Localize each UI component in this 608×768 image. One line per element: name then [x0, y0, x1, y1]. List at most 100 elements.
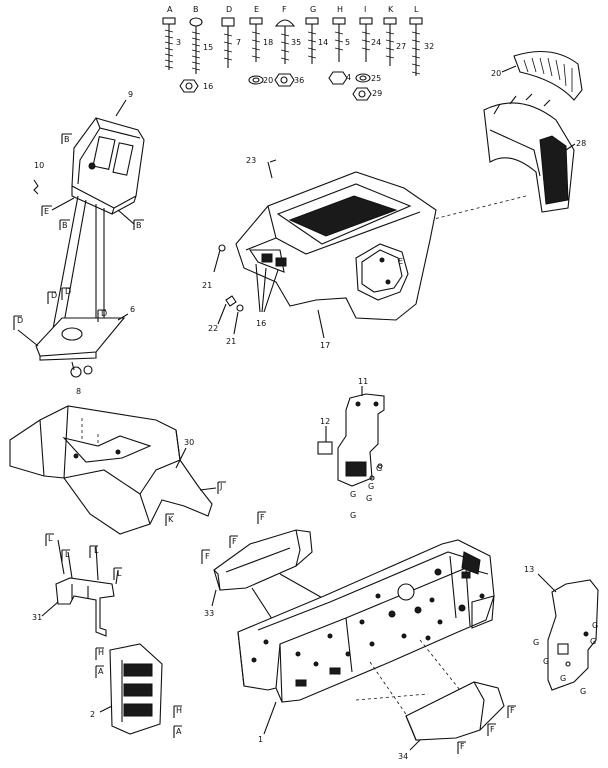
bolt-d	[221, 17, 235, 68]
part-34-footrest	[405, 681, 505, 741]
part-12-label: 12	[320, 417, 330, 426]
part-23-label: 23	[246, 156, 256, 165]
tag-f-1: F	[260, 513, 265, 522]
hw-letter-l: L	[414, 5, 419, 14]
tag-b-3: B	[136, 221, 142, 230]
hardware-row: A 3 B 15 16 D	[162, 5, 434, 101]
tag-a-2: A	[176, 727, 182, 736]
part-9-dash-panel	[71, 117, 145, 215]
tag-f-4: F	[510, 706, 515, 715]
tag-g-5: G	[350, 511, 356, 520]
part-21b-washer	[236, 304, 244, 312]
hw-letter-h: H	[337, 5, 343, 14]
nut-29	[352, 87, 372, 101]
part-1-label: 1	[258, 735, 263, 744]
tag-l-3: L	[94, 546, 99, 555]
tag-g-6: G	[533, 638, 539, 647]
tag-f-3: F	[205, 552, 210, 561]
nut-label-16: 16	[203, 82, 213, 91]
tag-b-1: B	[64, 135, 70, 144]
nut-36	[274, 73, 295, 87]
hw-letter-g: G	[310, 5, 316, 14]
hw-qty-k: 27	[396, 42, 406, 51]
tag-g-9: G	[560, 674, 566, 683]
tag-h-1: H	[98, 648, 104, 657]
hw-letter-b: B	[193, 5, 199, 14]
part-30-label: 30	[184, 438, 194, 447]
hw-qty-l: 32	[424, 42, 434, 51]
hw-qty-a: 3	[176, 38, 181, 47]
part-28-cowl	[483, 93, 575, 213]
hw-letter-d: D	[226, 5, 232, 14]
nut-20	[248, 75, 264, 85]
part-13-bracket	[547, 579, 599, 691]
nut-label-29: 29	[372, 89, 382, 98]
part-10-clip	[33, 179, 39, 195]
part-6-label: 6	[130, 305, 135, 314]
part-22-label: 22	[208, 324, 218, 333]
part-2-rear-panel	[109, 643, 163, 735]
tag-e-hood: E	[398, 257, 403, 266]
tag-j: J	[219, 482, 222, 491]
part-8-fastener	[70, 361, 93, 378]
part-1-frame	[237, 539, 495, 703]
hw-letter-i: I	[364, 5, 366, 14]
nut-label-25: 25	[371, 74, 381, 83]
hw-qty-i: 24	[371, 38, 381, 47]
bolt-b	[189, 17, 203, 74]
part-31-label: 31	[32, 613, 42, 622]
tag-d-3: D	[17, 316, 23, 325]
part-9-label: 9	[128, 90, 133, 99]
hw-letter-k: K	[388, 5, 394, 14]
tag-h-2: H	[176, 706, 182, 715]
part-28-label: 28	[576, 139, 586, 148]
part-20-grille	[513, 51, 583, 101]
tag-g-1: G	[350, 490, 356, 499]
part-34-label: 34	[398, 752, 408, 761]
part-22-bracket	[225, 295, 237, 307]
tag-b-2: B	[62, 221, 68, 230]
part-10-label: 10	[34, 161, 44, 170]
bolt-h	[332, 17, 346, 62]
part-21a-washer	[218, 244, 226, 252]
bolt-e	[249, 17, 263, 62]
hw-qty-e: 18	[263, 38, 273, 47]
nut-25	[355, 73, 371, 83]
hw-qty-h: 5	[345, 38, 350, 47]
part-31-bracket	[55, 577, 115, 637]
part-21a-label: 21	[202, 281, 212, 290]
part-2-label: 2	[90, 710, 95, 719]
tag-d-4: D	[101, 309, 107, 318]
nut-label-4: 4	[346, 73, 351, 82]
hw-qty-b: 15	[203, 43, 213, 52]
bolt-a	[162, 17, 176, 70]
tag-d-1: D	[51, 291, 57, 300]
part-13-label: 13	[524, 565, 534, 574]
tag-g-7: G	[592, 621, 598, 630]
tag-e: E	[44, 207, 49, 216]
tag-l-4: L	[117, 569, 122, 578]
part-33-label: 33	[204, 609, 214, 618]
hw-letter-a: A	[167, 5, 173, 14]
nut-4	[328, 71, 348, 85]
part-33-fender	[213, 529, 313, 591]
hw-letter-f: F	[282, 5, 287, 14]
tag-d-2: D	[65, 287, 71, 296]
tag-g-10: G	[580, 687, 586, 696]
part-20-label: 20	[491, 69, 501, 78]
bolt-l	[409, 17, 423, 76]
tag-g-8: G	[543, 657, 549, 666]
hw-qty-f: 35	[291, 38, 301, 47]
tag-f-5: F	[490, 725, 495, 734]
hw-letter-e: E	[254, 5, 259, 14]
part-23-pin	[267, 159, 277, 179]
part-30-floor-pan	[9, 405, 213, 535]
part-17-hood	[235, 171, 437, 321]
tag-g-4: G	[366, 494, 372, 503]
part-8-label: 8	[76, 387, 81, 396]
bolt-k	[383, 17, 397, 66]
nut-label-36: 36	[294, 76, 304, 85]
tag-g-2: G	[368, 482, 374, 491]
tag-a-1: A	[98, 667, 104, 676]
part-21b-label: 21	[226, 337, 236, 346]
